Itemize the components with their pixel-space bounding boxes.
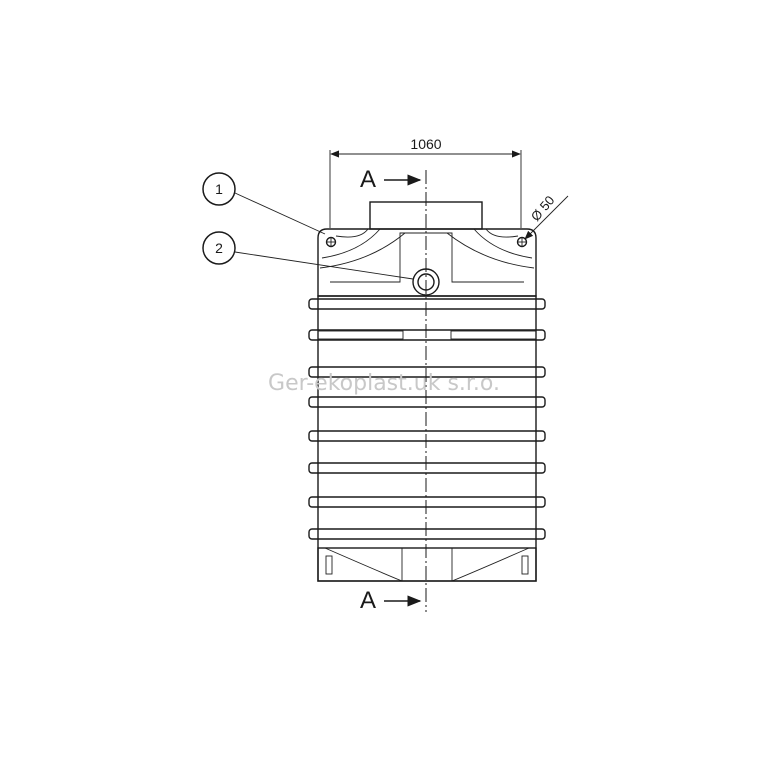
width-dimension: 1060 (329, 136, 522, 228)
callout-2: 2 (202, 231, 414, 280)
callout-1: 1 (202, 172, 326, 235)
section-marker-top: A (360, 166, 422, 193)
tank-outline (308, 201, 546, 582)
diameter-callout: Ø 50 (524, 193, 569, 240)
bolt-hole-right (516, 236, 528, 248)
callout-2-label: 2 (215, 240, 223, 256)
tank-ribs (308, 298, 546, 540)
section-marker-bottom: A (360, 587, 422, 614)
watermark-text: Ger-ekoplast.uk s.r.o. (268, 371, 500, 396)
callout-1-label: 1 (215, 181, 223, 197)
bolt-hole-left (325, 236, 337, 248)
diameter-label: Ø 50 (528, 193, 558, 224)
section-label-top: A (360, 166, 376, 193)
dimension-width-label: 1060 (410, 136, 441, 152)
section-label-bottom: A (360, 587, 376, 614)
